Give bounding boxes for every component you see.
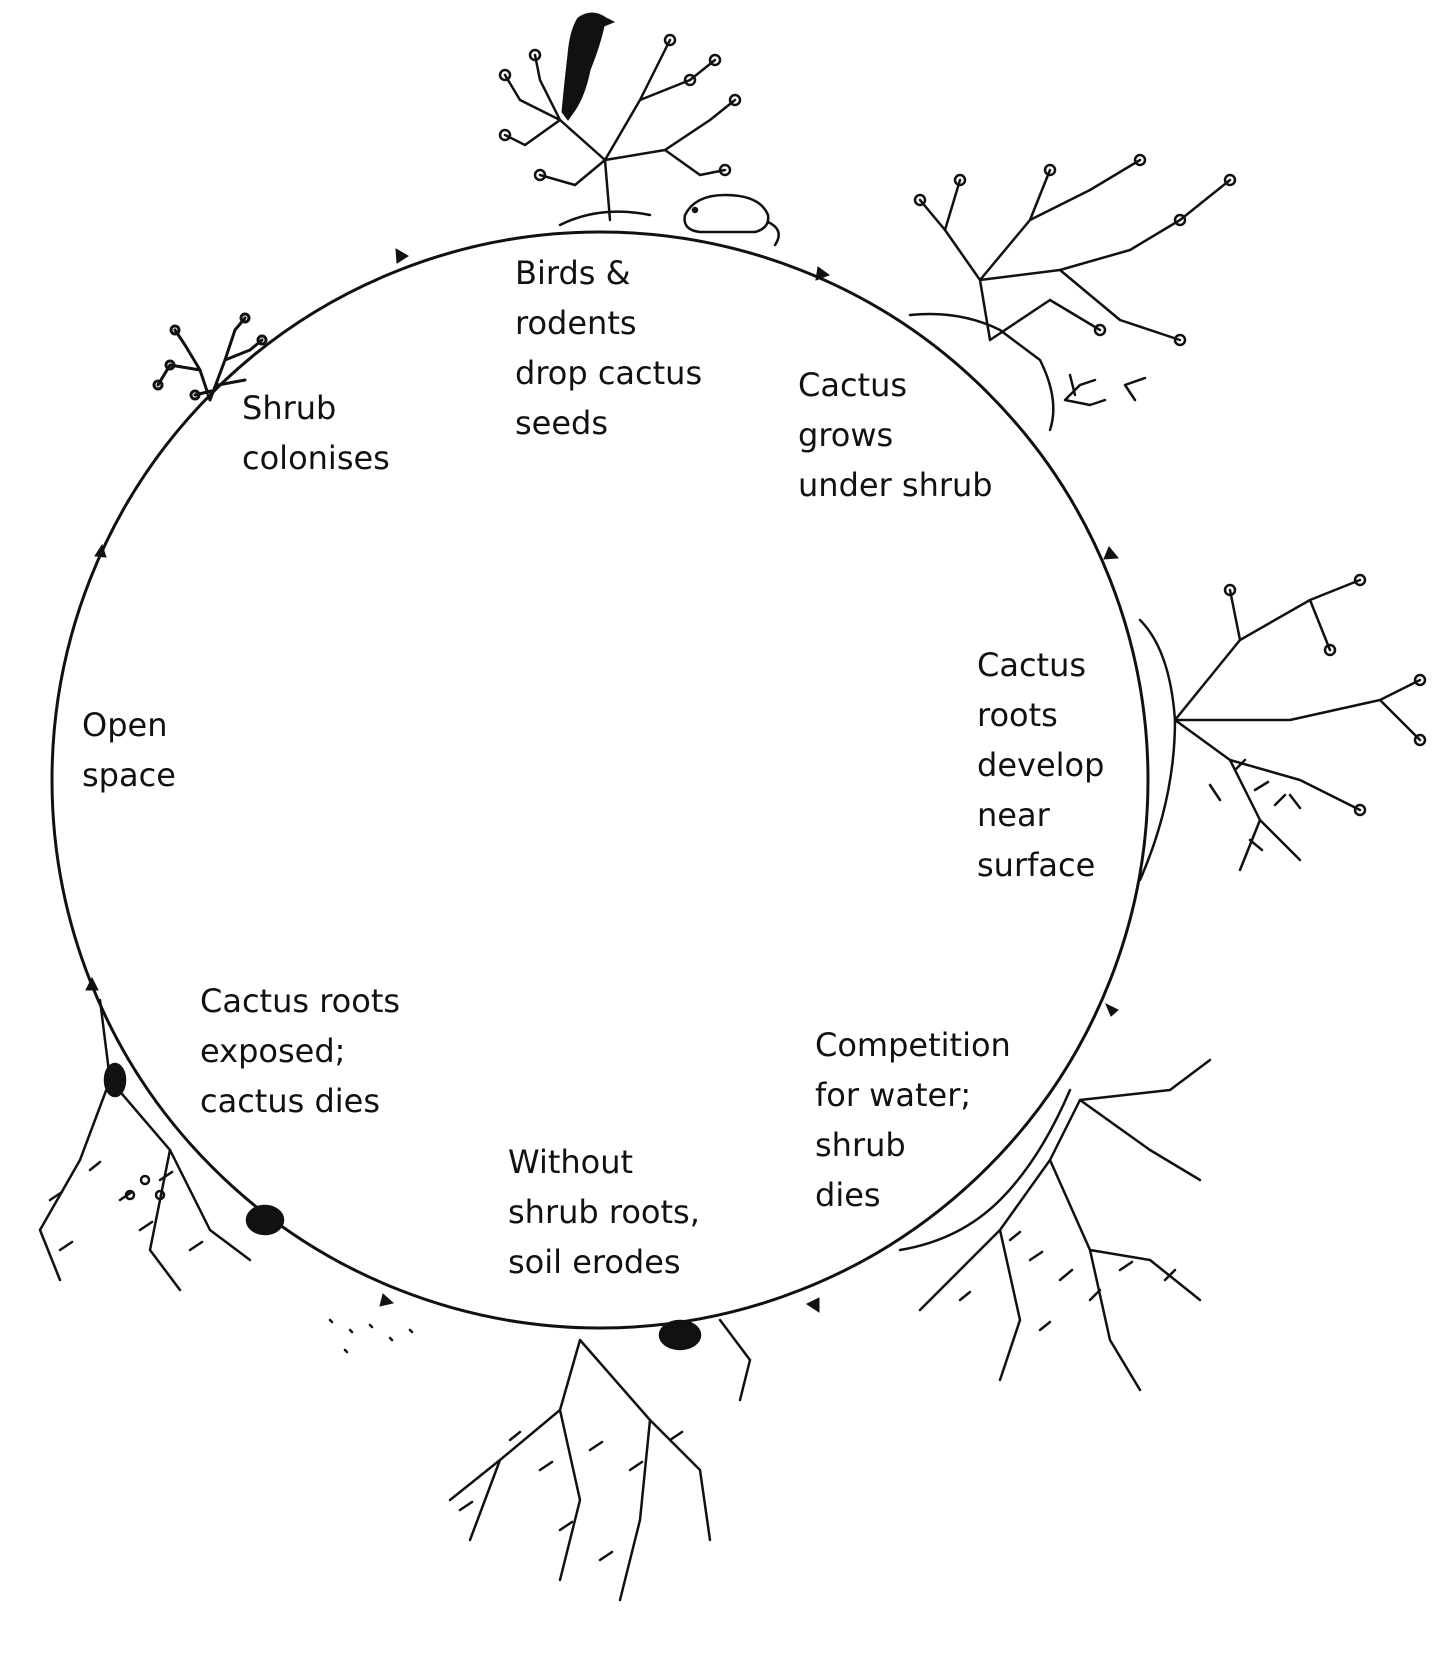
stage-label-roots: Cactus roots develop near surface bbox=[977, 646, 1105, 884]
exposed-cactus-roots-icon bbox=[38, 998, 285, 1292]
arrow-head bbox=[1103, 546, 1119, 560]
cycle-circle bbox=[50, 230, 1150, 1330]
stage-label-erodes: Without shrub roots, soil erodes bbox=[508, 1143, 700, 1281]
top-shrub-icon bbox=[498, 33, 742, 227]
arrow-head bbox=[806, 1297, 820, 1313]
dying-shrub-roots-icon bbox=[898, 1058, 1212, 1392]
eroding-cactus-roots-icon bbox=[328, 1318, 752, 1602]
cactus-under-shrub-icon bbox=[1063, 373, 1147, 407]
stage-label-open: Open space bbox=[82, 706, 176, 794]
stage-label-shrub: Shrub colonises bbox=[242, 389, 390, 477]
shrub-and-cactus-roots-icon bbox=[1138, 573, 1427, 882]
stage-label-exposed: Cactus roots exposed; cactus dies bbox=[200, 982, 401, 1120]
stage-label-grows: Cactus grows under shrub bbox=[798, 366, 993, 504]
stage-label-competition: Competition for water; shrub dies bbox=[815, 1026, 1011, 1214]
rodent-icon bbox=[683, 193, 780, 247]
arrow-head bbox=[1105, 1002, 1119, 1017]
shrub-with-cactus-icon bbox=[908, 153, 1237, 432]
bird-icon bbox=[561, 12, 616, 121]
arrow-head bbox=[395, 248, 409, 264]
direction-arrows bbox=[85, 248, 1119, 1313]
arrow-head bbox=[815, 266, 831, 281]
small-shrub-icon bbox=[152, 312, 268, 402]
arrow-head bbox=[85, 976, 99, 991]
arrow-head bbox=[94, 543, 107, 558]
arrow-head bbox=[379, 1293, 395, 1307]
stage-label-seeds: Birds & rodents drop cactus seeds bbox=[515, 254, 703, 442]
